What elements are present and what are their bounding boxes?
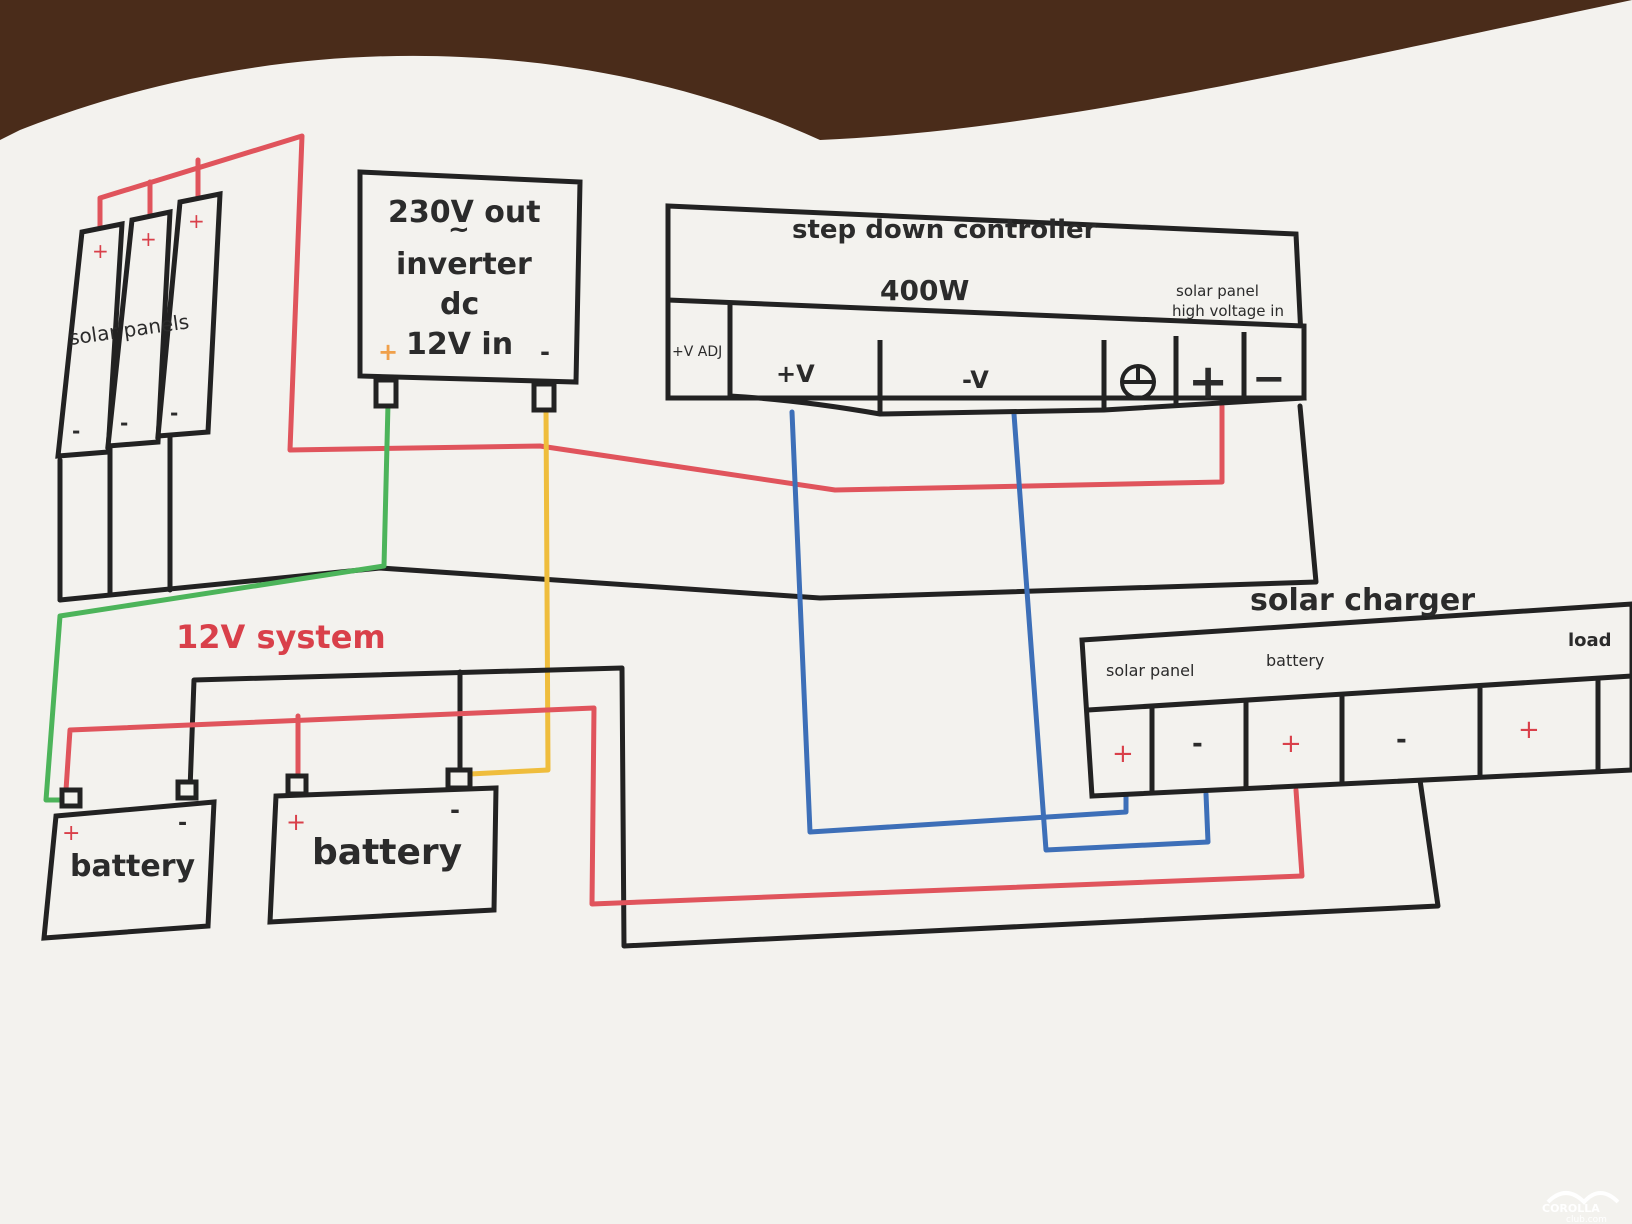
inverter-line-4: dc bbox=[440, 287, 479, 322]
charger-solar-panel-label: solar panel bbox=[1106, 661, 1194, 680]
solar-panel-1 bbox=[55, 220, 125, 459]
yellow-wire-inverter-to-battery bbox=[467, 405, 551, 777]
blue-wire-stepdown-pos bbox=[789, 409, 1129, 835]
battery-right-terminal-minus bbox=[445, 767, 473, 791]
stepdown-plus: + bbox=[1188, 354, 1228, 410]
inverter-terminal-minus bbox=[531, 381, 557, 413]
inverter-minus-mark: - bbox=[540, 338, 550, 366]
battery-left-terminal-minus bbox=[175, 779, 199, 801]
charger-terminal-5: + bbox=[1518, 715, 1540, 745]
stepdown-power: 400W bbox=[880, 274, 969, 307]
battery-left-terminal-plus bbox=[59, 787, 83, 809]
red-wire-battery-positives bbox=[63, 705, 1305, 907]
stepdown-title: step down controller bbox=[792, 215, 1097, 245]
watermark-line-2: club.com bbox=[1566, 1215, 1607, 1224]
panel-1-plus: + bbox=[92, 239, 109, 263]
panel-2-plus: + bbox=[140, 227, 157, 251]
charger-terminal-2: - bbox=[1192, 729, 1203, 759]
battery-right-plus: + bbox=[286, 808, 306, 836]
solar-charger-box bbox=[1079, 601, 1632, 799]
charger-battery-label: battery bbox=[1266, 651, 1324, 670]
black-wire-panels-to-stepdown bbox=[57, 403, 1319, 603]
charger-terminal-3: + bbox=[1280, 729, 1302, 759]
logo-arcs-icon bbox=[1546, 1191, 1620, 1205]
panel-3-plus: + bbox=[188, 209, 205, 233]
stepdown-adj: +V ADJ bbox=[672, 344, 722, 360]
inverter-line-5: 12V in bbox=[406, 327, 513, 362]
corolla-club-logo: COROLLA club.com bbox=[1542, 1191, 1620, 1224]
solar-panel-2 bbox=[105, 208, 173, 449]
ground-icon bbox=[1120, 364, 1156, 400]
stepdown-neg-v: -V bbox=[962, 366, 989, 394]
charger-terminal-1: + bbox=[1112, 739, 1134, 769]
panel-3-minus: - bbox=[170, 401, 178, 425]
battery-left-box bbox=[41, 779, 217, 941]
panel-2-minus: - bbox=[120, 411, 128, 435]
panel-1-minus: - bbox=[72, 419, 80, 443]
system-label: 12V system bbox=[176, 618, 386, 656]
charger-load-label: load bbox=[1568, 630, 1612, 651]
solar-panels bbox=[55, 190, 223, 459]
green-wire-inverter-to-battery bbox=[43, 401, 391, 803]
solar-panel-3 bbox=[155, 190, 223, 439]
charger-terminal-4: - bbox=[1396, 725, 1407, 755]
inverter-plus-mark: + bbox=[378, 338, 398, 366]
inverter-line-2: ~ bbox=[448, 215, 470, 245]
solar-charger-title: solar charger bbox=[1250, 583, 1475, 618]
battery-left-label: battery bbox=[70, 849, 196, 884]
step-down-controller bbox=[665, 203, 1307, 417]
battery-right-minus: - bbox=[450, 796, 460, 824]
watermark-line-1: COROLLA bbox=[1542, 1202, 1600, 1215]
black-wire-battery-negatives bbox=[187, 665, 1441, 949]
stepdown-pos-v: +V bbox=[776, 360, 815, 388]
battery-left-plus: + bbox=[62, 821, 80, 846]
inverter-line-1: 230V out bbox=[388, 195, 541, 230]
battery-right-terminal-plus bbox=[285, 773, 309, 797]
battery-left-minus: - bbox=[178, 811, 187, 836]
battery-right-label: battery bbox=[312, 832, 462, 873]
red-wire-panels-to-stepdown bbox=[97, 133, 1225, 493]
inverter-box bbox=[357, 169, 583, 413]
inverter-terminal-plus bbox=[373, 377, 399, 409]
stepdown-in-label-2: high voltage in bbox=[1172, 302, 1284, 320]
blue-wire-stepdown-neg bbox=[1011, 411, 1211, 853]
stepdown-in-label-1: solar panel bbox=[1176, 282, 1259, 300]
stepdown-minus: − bbox=[1252, 356, 1286, 402]
inverter-line-3: inverter bbox=[396, 247, 532, 282]
battery-right-box bbox=[267, 767, 499, 925]
